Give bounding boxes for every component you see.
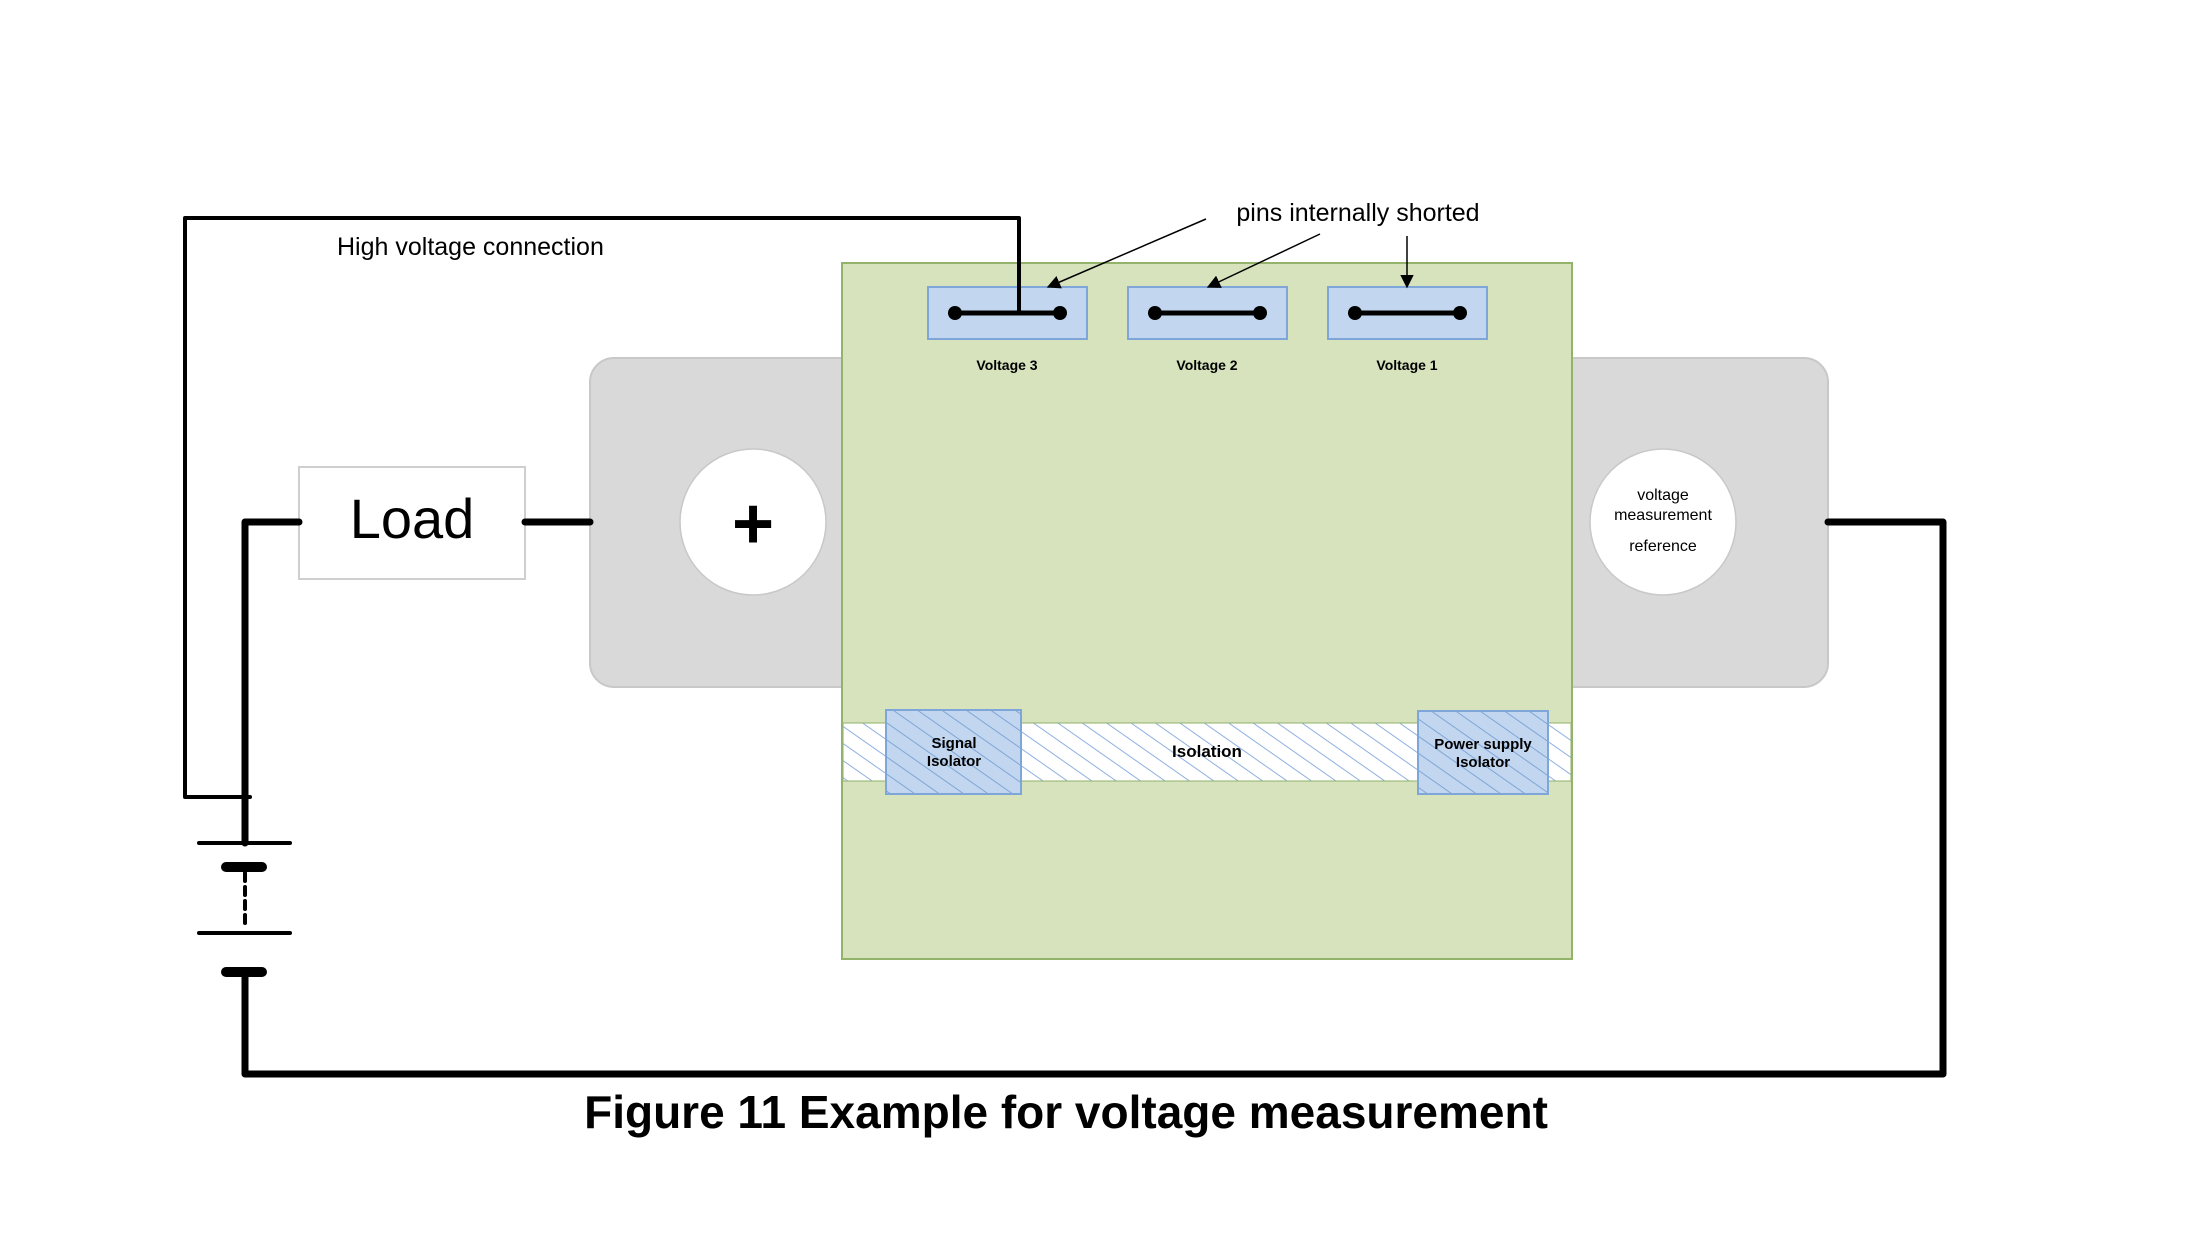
pin-label-voltage-1: Voltage 1 xyxy=(1376,357,1437,373)
positive-terminal: + xyxy=(679,448,827,596)
isolation-label: Isolation xyxy=(1172,742,1242,761)
reference-label-2: measurement xyxy=(1614,507,1712,524)
wiring xyxy=(183,216,1947,1078)
wire-load-to-battery xyxy=(241,518,303,847)
high-voltage-connection-label: High voltage connection xyxy=(337,233,604,261)
high-voltage-wire xyxy=(183,216,1021,799)
annotation-arrow-voltage-3 xyxy=(1046,218,1207,289)
annotation-arrow-voltage-2 xyxy=(1206,233,1321,288)
plus-icon: + xyxy=(732,484,774,564)
reference-label-3: reference xyxy=(1629,538,1697,555)
pin-voltage-2: Voltage 2 xyxy=(1127,286,1288,373)
voltage-measurement-reference: voltage measurement reference xyxy=(1589,448,1737,596)
pin-label-voltage-3: Voltage 3 xyxy=(976,357,1037,373)
return-wire xyxy=(241,518,1947,1078)
signal-isolator: Signal Isolator xyxy=(885,709,1022,795)
sensor-board xyxy=(841,262,1573,960)
power-isolator-label-1: Power supply xyxy=(1434,736,1532,753)
reference-label-1: voltage xyxy=(1637,487,1689,504)
load-label: Load xyxy=(350,487,475,550)
signal-isolator-label-2: Isolator xyxy=(927,753,981,770)
pin-label-voltage-2: Voltage 2 xyxy=(1176,357,1237,373)
battery-icon xyxy=(197,841,292,977)
pin-voltage-1: Voltage 1 xyxy=(1327,286,1488,373)
signal-isolator-label-1: Signal xyxy=(931,735,976,752)
pins-internally-shorted-label: pins internally shorted xyxy=(1236,199,1479,227)
load-box: Load xyxy=(298,466,526,580)
pin-voltage-3: Voltage 3 xyxy=(927,286,1088,373)
figure-caption: Figure 11 Example for voltage measuremen… xyxy=(584,1086,1548,1138)
power-isolator-label-2: Isolator xyxy=(1456,754,1510,771)
power-supply-isolator: Power supply Isolator xyxy=(1417,710,1549,795)
